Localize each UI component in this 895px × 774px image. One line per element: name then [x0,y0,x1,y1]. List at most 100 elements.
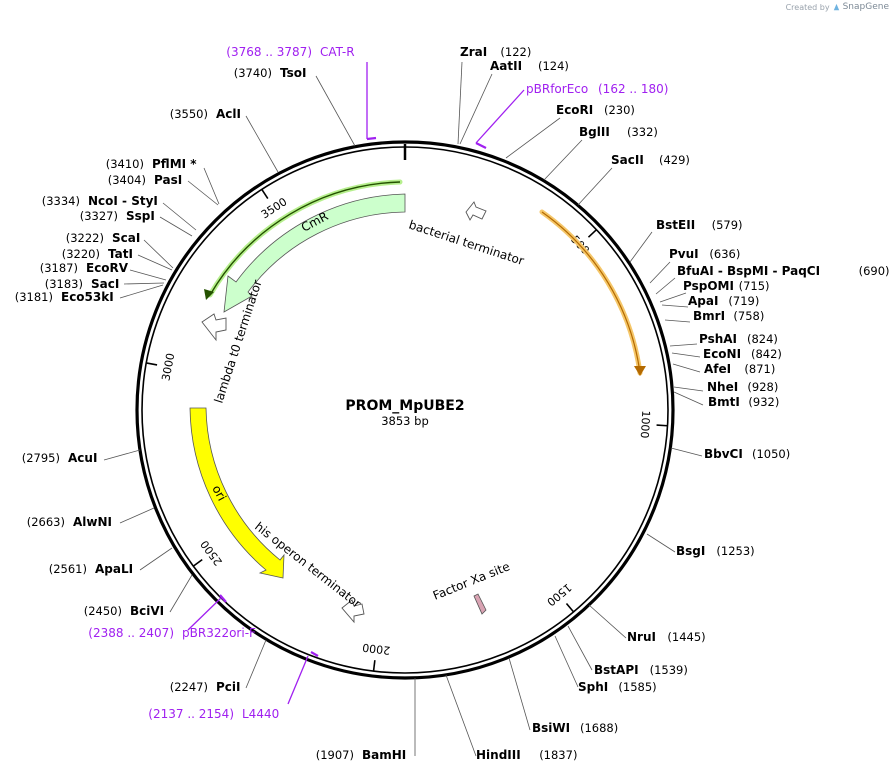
orf-orange-arrowhead [634,366,646,376]
site-position: (3404) [108,173,146,187]
site-name: BmrI [693,309,725,323]
credit-prefix: Created by [785,2,830,12]
primer-name: pBRforEco [526,82,588,96]
site-position: (2450) [84,604,122,618]
site-bfuai-bspmi-paqci[interactable]: BfuAI - BspMI - PaqCI (690) [677,264,890,278]
site-position: (2663) [27,515,65,529]
site-position: (1050) [752,447,790,461]
site-bmri[interactable]: BmrI (758) [693,309,764,323]
site-position: (690) [859,264,890,278]
site-position: (636) [709,247,740,261]
leader-lines [103,61,704,757]
primer-pbrforeco [475,89,525,144]
lambda-t0-terminator-icon [201,313,227,342]
site-ecori[interactable]: EcoRI(230) [556,103,635,117]
site-position: (3181) [15,290,53,304]
site-aatii[interactable]: AatII(124) [490,59,569,73]
tick-mark-1000 [656,424,668,427]
tick-mark-3500 [261,188,269,200]
site-name: Eco53kI [61,290,114,304]
site-position: (3334) [42,194,80,208]
site-hindiii[interactable]: HindIII(1837) [476,748,577,762]
site-name: SacII [611,153,644,167]
site-sphi[interactable]: SphI(1585) [578,680,657,694]
site-name: BsiWI [532,721,570,735]
primer-name: L4440 [242,707,279,721]
site-position: (1585) [618,680,656,694]
site-pshai[interactable]: PshAI (824) [699,332,778,346]
his-operon-terminator-icon [341,599,365,624]
site-position: (758) [733,309,764,323]
site-pvui[interactable]: PvuI(636) [669,247,740,261]
site-afei[interactable]: AfeI(871) [704,362,775,376]
site-name: PshAI [699,332,737,346]
site-econi[interactable]: EcoNI(842) [703,347,782,361]
site-tsoi[interactable]: TsoI(3740) [234,66,307,80]
site-name: ApaI [688,294,718,308]
site-ncoi-styi[interactable]: NcoI - StyI (3334) [42,194,158,208]
site-nrui[interactable]: NruI(1445) [627,630,706,644]
site-bglii[interactable]: BglII(332) [579,125,658,139]
site-bcivi[interactable]: BciVI(2450) [84,604,164,618]
site-acli[interactable]: AclI(3550) [170,107,241,121]
site-apai[interactable]: ApaI(719) [688,294,759,308]
site-sacii[interactable]: SacII(429) [611,153,690,167]
site-name: NcoI - StyI [88,194,158,208]
site-position: (579) [712,218,743,232]
primer-label-l4440[interactable]: L4440(2137 .. 2154) [148,707,279,721]
site-alwni[interactable]: AlwNI(2663) [27,515,112,529]
feature-ori-arrow [189,407,285,579]
orf-green-arrowhead [204,289,214,300]
site-apali[interactable]: ApaLI(2561) [49,562,133,576]
site-position: (124) [538,59,569,73]
site-sspi[interactable]: SspI(3327) [80,209,155,223]
site-pasi[interactable]: PasI(3404) [108,173,182,187]
site-position: (824) [747,332,778,346]
site-zrai[interactable]: ZraI(122) [460,45,531,59]
site-bsteii[interactable]: BstEII (579) [656,218,743,232]
snapgene-logo-icon [833,3,839,10]
site-ecorv[interactable]: EcoRV(3187) [40,261,129,275]
site-name: NruI [627,630,656,644]
site-bsgi[interactable]: BsgI(1253) [676,544,755,558]
site-position: (3220) [62,247,100,261]
site-pcii[interactable]: PciI(2247) [170,680,241,694]
site-bstapi[interactable]: BstAPI(1539) [594,663,688,677]
site-bmti[interactable]: BmtI (932) [708,395,779,409]
site-position: (715) [739,279,770,293]
site-tati[interactable]: TatI(3220) [62,247,133,261]
primer-labels: CAT-R(3768 .. 3787) pBRforEco(162 .. 180)… [88,45,668,721]
plasmid-length: 3853 bp [381,414,429,428]
site-bsiwi[interactable]: BsiWI(1688) [532,721,618,735]
site-bamhi[interactable]: BamHI(1907) [316,748,407,762]
primer-label-pbrforeco[interactable]: pBRforEco(162 .. 180) [526,82,668,96]
site-pflmi[interactable]: PflMI *(3410) [106,157,198,171]
site-name: ZraI [460,45,487,59]
site-name: BglII [579,125,610,139]
site-position: (1837) [539,748,577,762]
site-eco53ki[interactable]: Eco53kI (3181) [15,290,114,304]
site-position: (842) [751,347,782,361]
site-pspomi[interactable]: PspOMI(715) [683,279,770,293]
site-saci[interactable]: SacI(3183) [45,277,120,291]
site-position: (3410) [106,157,144,171]
primer-label-pbr322ori-f[interactable]: pBR322ori-F (2388 .. 2407) [88,626,256,640]
site-name: BstEII [656,218,695,232]
site-bbvci[interactable]: BbvCI (1050) [704,447,790,461]
site-name: BfuAI - BspMI - PaqCI [677,264,820,278]
site-nhei[interactable]: NheI(928) [707,380,778,394]
site-position: (932) [748,395,779,409]
primer-range: (2388 .. 2407) [88,626,174,640]
bacterial-terminator-icon [465,201,487,221]
primer-label-cat-r[interactable]: CAT-R(3768 .. 3787) [226,45,354,59]
site-scai[interactable]: ScaI(3222) [66,231,141,245]
primer-name: pBR322ori-F [182,626,256,640]
site-name: BmtI [708,395,740,409]
bacterial-terminator-label: bacterial terminator [407,218,526,268]
site-position: (3187) [40,261,78,275]
feature-ori-label: ori [209,483,229,503]
site-name: AcuI [68,451,97,465]
site-acui[interactable]: AcuI(2795) [22,451,98,465]
site-name: BbvCI [704,447,743,461]
